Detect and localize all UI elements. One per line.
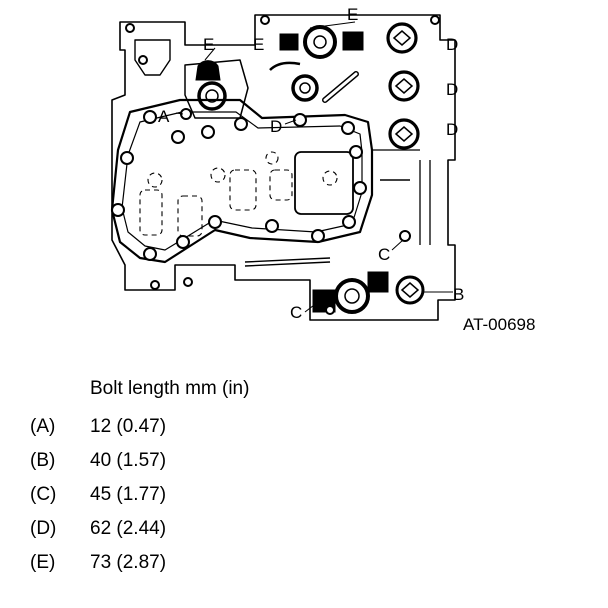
bolt xyxy=(325,305,335,315)
upper-bracket xyxy=(134,39,171,76)
passage-5 xyxy=(147,172,163,188)
legend-value: 12 (0.47) xyxy=(90,416,167,437)
solenoid-2 xyxy=(279,25,364,59)
callout-e-left: E xyxy=(203,35,214,54)
legend-key: (C) xyxy=(30,484,57,505)
rod-1 xyxy=(244,257,331,263)
spring-lever-inner xyxy=(323,72,358,102)
callout-d-2: D xyxy=(446,80,458,99)
pocket-square xyxy=(294,151,354,215)
bolt xyxy=(143,110,157,124)
callout-d-3: D xyxy=(446,120,458,139)
figure-id-label: AT-00698 xyxy=(463,315,535,334)
solenoid-d3 xyxy=(388,118,420,150)
callout-e-top: E xyxy=(347,5,358,24)
callout-d-center: D xyxy=(270,117,282,136)
bolt xyxy=(349,145,363,159)
bolt xyxy=(234,117,248,131)
solenoid-1 xyxy=(195,60,227,111)
solenoid-3 xyxy=(269,61,319,102)
bolt xyxy=(430,15,440,25)
bolt xyxy=(293,113,307,127)
bolt xyxy=(399,230,411,242)
legend-value: 62 (2.44) xyxy=(90,518,167,539)
legend-value: 45 (1.77) xyxy=(90,484,167,505)
callout-c-bottom: C xyxy=(290,303,302,322)
bolt xyxy=(353,181,367,195)
bolt xyxy=(208,215,222,229)
gasket-plate-inner xyxy=(121,111,363,251)
solenoid-d2 xyxy=(388,70,420,102)
rod-2 xyxy=(244,261,331,267)
legend-key: (E) xyxy=(30,552,56,573)
bolt xyxy=(171,130,185,144)
legend-value: 40 (1.57) xyxy=(90,450,167,471)
bolt xyxy=(125,23,135,33)
solenoid-d1 xyxy=(386,22,418,54)
passage-3 xyxy=(229,169,257,211)
passage-7 xyxy=(322,170,338,186)
bolt xyxy=(120,151,134,165)
legend-value: 73 (2.87) xyxy=(90,552,167,573)
bolt xyxy=(143,247,157,261)
bolt xyxy=(138,55,148,65)
bolt xyxy=(150,280,160,290)
legend-heading: Bolt length mm (in) xyxy=(90,378,250,399)
valve-body-diagram: E E E A D D D D C B C AT-00698 xyxy=(110,5,535,334)
legend-key: (B) xyxy=(30,450,56,471)
valve-body-outline xyxy=(111,14,456,321)
bolt xyxy=(311,229,325,243)
bolt xyxy=(341,121,355,135)
passage-8 xyxy=(265,151,279,165)
bolt xyxy=(183,277,193,287)
legend-key: (D) xyxy=(30,518,57,539)
solenoid-5 xyxy=(395,275,425,305)
bolt xyxy=(201,125,215,139)
callout-d-1: D xyxy=(446,35,458,54)
passage-6 xyxy=(210,167,226,183)
bolt xyxy=(176,235,190,249)
solenoid-4 xyxy=(312,271,389,314)
callout-a: A xyxy=(158,107,170,126)
callout-e-right: E xyxy=(253,35,264,54)
callout-c-mid: C xyxy=(378,245,390,264)
leader-d-center xyxy=(284,119,297,125)
passage-4 xyxy=(269,169,293,201)
leader-e-left xyxy=(204,47,216,61)
leader-e-top xyxy=(309,21,356,29)
bolt xyxy=(265,219,279,233)
bolt xyxy=(260,15,270,25)
leader-c-mid xyxy=(391,239,404,251)
legend-key: (A) xyxy=(30,416,56,437)
bolt xyxy=(111,203,125,217)
leader-c-bottom xyxy=(304,301,319,313)
leader-a xyxy=(175,112,184,115)
passage-1 xyxy=(139,189,163,236)
callout-b: B xyxy=(453,285,464,304)
passage-2 xyxy=(177,195,203,237)
bolt xyxy=(342,215,356,229)
